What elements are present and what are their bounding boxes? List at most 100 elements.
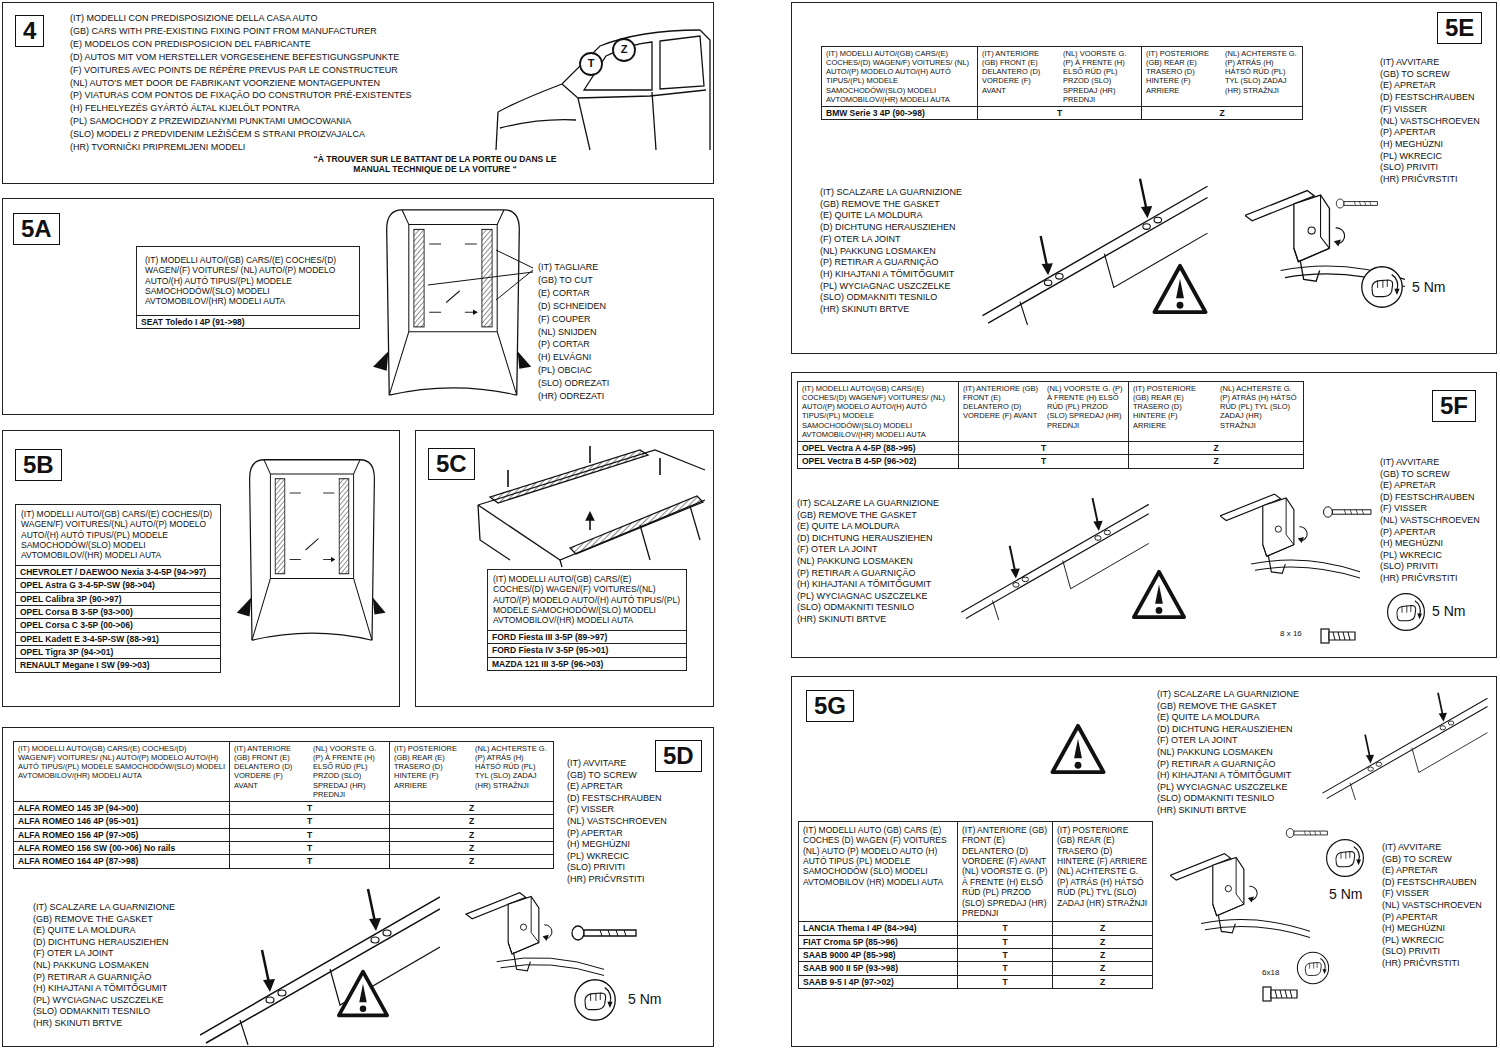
- instruction-line: (E) CORTAR: [538, 288, 590, 299]
- bolt-drawing: [1286, 829, 1327, 838]
- table-header: (IT) MODELLI AUTO/(GB) CARS/(E) COCHES/(…: [822, 47, 977, 106]
- instruction-line: (PL) WYCIAGNAC USZCZELKE: [1157, 782, 1288, 793]
- table-header: (IT) ANTERIORE (GB) FRONT (E) DELANTERO …: [957, 822, 1052, 921]
- panel-number: 5E: [1437, 12, 1482, 44]
- instruction-line: (NL) VASTSCHROEVEN: [1380, 515, 1480, 526]
- table-cell: T: [958, 454, 1128, 467]
- instruction-line: (IT) SCALZARE LA GUARNIZIONE: [1157, 689, 1299, 700]
- table-cell: OPEL Vectra A 4-5P (88->95): [798, 441, 958, 454]
- table-header: (NL) VOORSTE G. (P) À FRENTE (H) ELSŐ RÚ…: [1043, 382, 1128, 441]
- instruction-line: (PL) SAMOCHODY Z PRZEWIDZIANYMI PUNKTAMI…: [70, 116, 351, 127]
- line-art: [562, 84, 590, 150]
- instruction-line: (H) KIHAJTANI A TÖMITŐGUMIT: [797, 579, 931, 590]
- table-cell: ALFA ROMEO 156 SW (00->06) No rails: [14, 841, 229, 854]
- table-cell: T: [229, 814, 389, 827]
- instruction-line: (P) RETIRAR A GUARNIÇÃO: [797, 568, 916, 579]
- instruction-line: (SLO) ODMAKNITI TESNILO: [1157, 793, 1274, 804]
- table-header: (IT) MODELLI AUTO/(GB) CARS/(E) COCHES/(…: [798, 382, 958, 441]
- instruction-line: (IT) SCALZARE LA GUARNIZIONE: [797, 498, 939, 509]
- roof-rails-view: [478, 446, 705, 567]
- roof-gasket-view: [1323, 693, 1488, 800]
- table-cell: BMW Serie 3 4P (90->98): [822, 106, 977, 119]
- instruction-line: (D) FESTSCHRAUBEN: [1380, 492, 1475, 503]
- instruction-line: (NL) VASTSCHROEVEN: [567, 816, 667, 827]
- bolt-drawing: [1336, 199, 1377, 208]
- table-header: (IT) MODELLI AUTO/(GB) CARS/(E) COCHES/(…: [14, 742, 229, 801]
- instruction-line: (H) KIHAJTANI A TÖMITŐGUMIT: [820, 269, 954, 280]
- table-cell: T: [957, 961, 1052, 974]
- note-text: “À TROUVER SUR LE BATTANT DE LA PORTE OU…: [300, 154, 570, 174]
- table-cell: FORD Fiesta III 3-5P (89->97): [488, 630, 686, 643]
- instruction-line: (F) OTER LA JOINT: [33, 948, 114, 959]
- instruction-line: (H) MEGHÚZNI: [1382, 923, 1445, 934]
- table-header: (IT) MODELLI AUTO/(GB) CARS/(E) COCHES/(…: [137, 247, 359, 315]
- table-cell: Z: [389, 814, 553, 827]
- instruction-line: (IT) SCALZARE LA GUARNIZIONE: [33, 902, 175, 913]
- instruction-line: (GB) REMOVE THE GASKET: [33, 914, 153, 925]
- instruction-line: (D) DICHTUNG HERAUSZIEHEN: [797, 533, 933, 544]
- instruction-line: (HR) SKINUTI BRTVE: [1157, 805, 1246, 816]
- roof-gasket-view: [200, 889, 440, 1045]
- panel-number: 5B: [15, 449, 62, 481]
- table-cell: T: [229, 801, 389, 814]
- torque-hand-icon: [1297, 952, 1328, 983]
- instruction-line: (GB) REMOVE THE GASKET: [820, 199, 940, 210]
- table-cell: Z: [1141, 106, 1302, 119]
- line-art: [508, 446, 660, 530]
- instruction-line: (D) DICHTUNG HERAUSZIEHEN: [1157, 724, 1293, 735]
- instruction-line: (D) SCHNEIDEN: [538, 301, 606, 312]
- roof-gasket-view: [983, 179, 1208, 325]
- table-cell: T: [229, 841, 389, 854]
- table-header: (NL) VOORSTE G. (P) À FRENTE (H) ELSŐ RÚ…: [309, 742, 389, 801]
- line-art: [496, 112, 498, 150]
- instruction-line: (D) DICHTUNG HERAUSZIEHEN: [33, 937, 169, 948]
- table-header: (IT) POSTERIORE (GB) REAR (E) TRASERO (D…: [1141, 47, 1221, 106]
- torque-hand-icon: [1388, 594, 1425, 631]
- table-cell: OPEL Kadett E 3-4-5P-SW (88->91): [16, 632, 220, 645]
- instruction-line: (P) RETIRAR A GUARNIÇÃO: [1157, 759, 1276, 770]
- table-cell: T: [957, 975, 1052, 988]
- table-cell: RENAULT Megane I SW (99->03): [16, 658, 220, 671]
- instruction-line: (IT) AVVITARE: [1380, 457, 1439, 468]
- line-art: [490, 450, 648, 503]
- instruction-line: (P) RETIRAR A GUARNIÇÃO: [820, 257, 939, 268]
- screw-drawing: [1321, 629, 1355, 643]
- table-header: (NL) ACHTERSTE G. (P) ATRÁS (H) HÁTSÓ RÚ…: [1216, 382, 1303, 441]
- instruction-line: (HR) PRIČVRSTITI: [567, 874, 645, 885]
- instruction-line: (HR) TVORNIČKI PRIPREMLJENI MODELI: [70, 142, 245, 153]
- bar-foot-drawing: [1220, 494, 1360, 578]
- instruction-line: (F) OTER LA JOINT: [797, 544, 878, 555]
- table-cell: ALFA ROMEO 145 3P (94->00): [14, 801, 229, 814]
- instruction-line: (H) KIHAJTANI A TÖMITŐGUMIT: [1157, 770, 1291, 781]
- table-cell: Z: [1128, 441, 1303, 454]
- instruction-line: (HR) SKINUTI BRTVE: [797, 614, 886, 625]
- table-cell: Z: [1052, 961, 1152, 974]
- instruction-line: (H) MEGHÚZNI: [567, 839, 630, 850]
- instruction-line: (NL) PAKKUNG LOSMAKEN: [797, 556, 913, 567]
- instruction-line: (P) APERTAR: [1380, 127, 1436, 138]
- screw-size: 6x18: [1262, 968, 1279, 978]
- instruction-line: (D) AUTOS MIT VOM HERSTELLER VORGESEHENE…: [70, 52, 399, 63]
- warning-triangle: [1134, 572, 1184, 617]
- instruction-line: (E) QUITE LA MOLDURA: [1157, 712, 1260, 723]
- table-cell: OPEL Corsa C 3-5P (00->06): [16, 618, 220, 631]
- instruction-line: (IT) AVVITARE: [567, 758, 626, 769]
- table-header: (IT) POSTERIORE (GB) REAR (E) TRASERO (D…: [1052, 822, 1152, 921]
- table-cell: FIAT Croma 5P (85->96): [799, 935, 957, 948]
- table-cell: MAZDA 121 III 3-5P (96->03): [488, 657, 686, 670]
- instruction-line: (D) FESTSCHRAUBEN: [567, 793, 662, 804]
- instruction-line: (H) FELHELYEZÉS GYÁRTÓ ÁLTAL KIJELÖLT PO…: [70, 103, 300, 114]
- table-cell: Z: [389, 854, 553, 867]
- instruction-line: (H) MEGHÚZNI: [1380, 538, 1443, 549]
- instruction-line: (GB) TO SCREW: [1382, 854, 1452, 865]
- instruction-line: (F) VISSER: [1380, 104, 1427, 115]
- model-table: (IT) MODELLI AUTO (GB) CARS (E) COCHES (…: [798, 821, 1153, 989]
- line-art: [478, 450, 705, 560]
- instruction-line: (P) RETIRAR A GUARNIÇÃO: [33, 972, 152, 983]
- instruction-line: (SLO) PRIVITI: [1380, 561, 1438, 572]
- instruction-panel: 5B(IT) MODELLI AUTO/(GB) CARS/(E) COCHES…: [2, 430, 400, 707]
- instruction-line: (HR) SKINUTI BRTVE: [33, 1018, 122, 1029]
- instruction-line: (P) APERTAR: [1380, 527, 1436, 538]
- table-cell: LANCIA Thema I 4P (84->94): [799, 921, 957, 934]
- car-top-view: [373, 210, 531, 395]
